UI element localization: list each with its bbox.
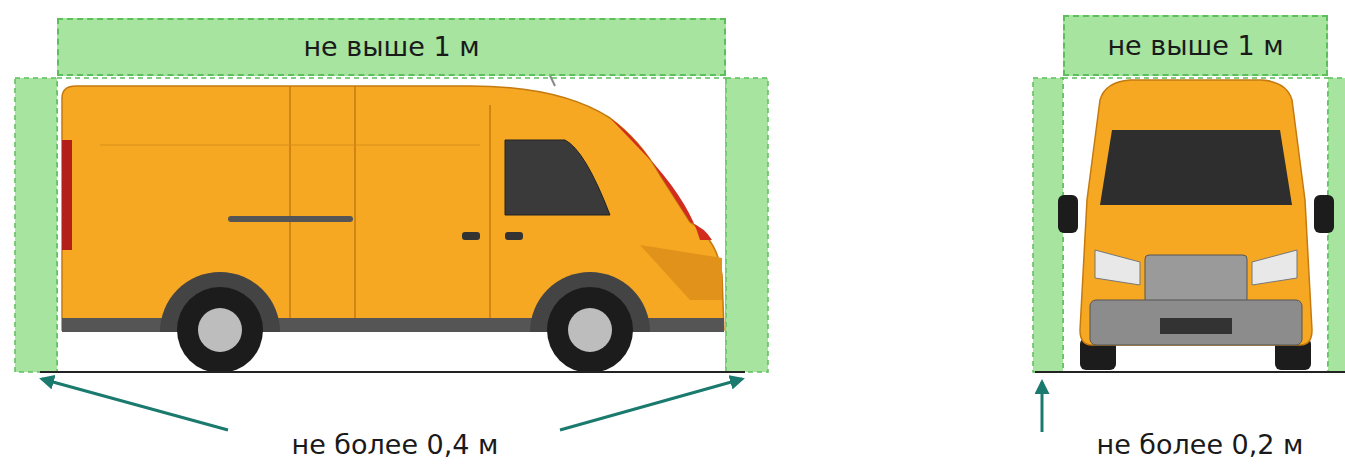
- dimension-band: не выше 1 м: [57, 18, 726, 76]
- front-zone-band: [726, 78, 768, 372]
- bumper: [1090, 300, 1302, 345]
- dimension-band: не выше 1 м: [1063, 15, 1328, 76]
- clearance-outline: [1063, 78, 1328, 372]
- panel-line: [354, 86, 356, 330]
- panel-line: [289, 86, 291, 330]
- headlight-area: [640, 245, 722, 300]
- leader-arrow: [42, 379, 228, 430]
- rear-light: [62, 140, 72, 250]
- clearance-outline: [57, 78, 726, 372]
- dimension-text: не выше 1 м: [303, 32, 479, 62]
- panel-line: [489, 105, 491, 330]
- headlight: [1095, 250, 1140, 285]
- van-accent: [610, 118, 712, 240]
- mirror: [1058, 195, 1078, 233]
- door-rail: [228, 216, 353, 222]
- van-body: [1080, 80, 1312, 345]
- ground-line: [40, 371, 745, 373]
- van-front-view: [1058, 80, 1334, 370]
- wheel-hub: [198, 308, 242, 352]
- ground-line: [1035, 371, 1345, 373]
- rear-zone-band: [15, 78, 57, 372]
- door-handle: [462, 232, 480, 240]
- panel-line: [100, 144, 480, 145]
- leader-arrow: [560, 379, 742, 430]
- dimension-text: не выше 1 м: [1107, 31, 1283, 61]
- dimension-label: не более 0,4 м: [180, 430, 610, 460]
- side-window: [505, 140, 610, 215]
- dimension-label: не более 0,2 м: [1055, 430, 1345, 460]
- mirror: [1314, 195, 1334, 233]
- van-side-view: [62, 65, 724, 373]
- headlight: [1252, 250, 1297, 285]
- wheel: [177, 287, 263, 373]
- windshield: [1100, 130, 1292, 205]
- wheel: [547, 287, 633, 373]
- grille: [1145, 255, 1247, 303]
- leader-arrow: [1041, 382, 1044, 432]
- door-handle: [505, 232, 523, 240]
- plate: [1160, 318, 1232, 334]
- wheel-hub: [568, 308, 612, 352]
